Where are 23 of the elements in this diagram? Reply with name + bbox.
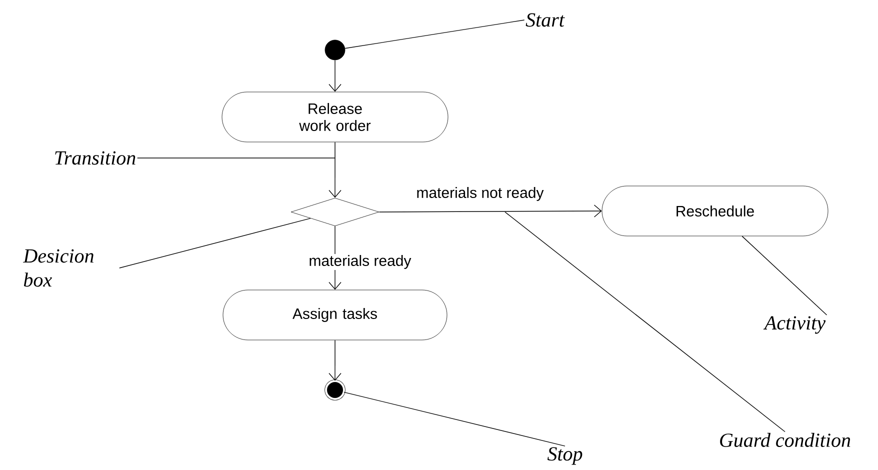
activity-box: Release work order (222, 92, 448, 142)
end-dot (324, 380, 346, 400)
annotation-label: Start (526, 13, 565, 27)
annotation-label: Guard condition (720, 432, 850, 448)
leader-line (742, 236, 828, 316)
arrow (328, 142, 342, 198)
leader-line (504, 212, 786, 432)
leader-line (344, 392, 566, 446)
leader-line (119, 218, 311, 268)
leader-line (344, 20, 525, 49)
arrow (328, 340, 342, 381)
activity-box: Assign tasks (222, 290, 448, 340)
annotation-label: Transition (55, 151, 136, 165)
edge-label: materials ready (308, 254, 412, 270)
activity-box: Reschedule (602, 186, 828, 236)
annotation-label: Stop (547, 447, 582, 465)
decision-diamond (290, 198, 380, 226)
annotation-label: Activity (763, 316, 826, 334)
arrow (328, 60, 342, 92)
annotation-label: Desicion box (23, 249, 94, 287)
arrow (378, 204, 602, 218)
start-dot (324, 40, 346, 60)
edge-label: materials not ready (415, 186, 545, 202)
